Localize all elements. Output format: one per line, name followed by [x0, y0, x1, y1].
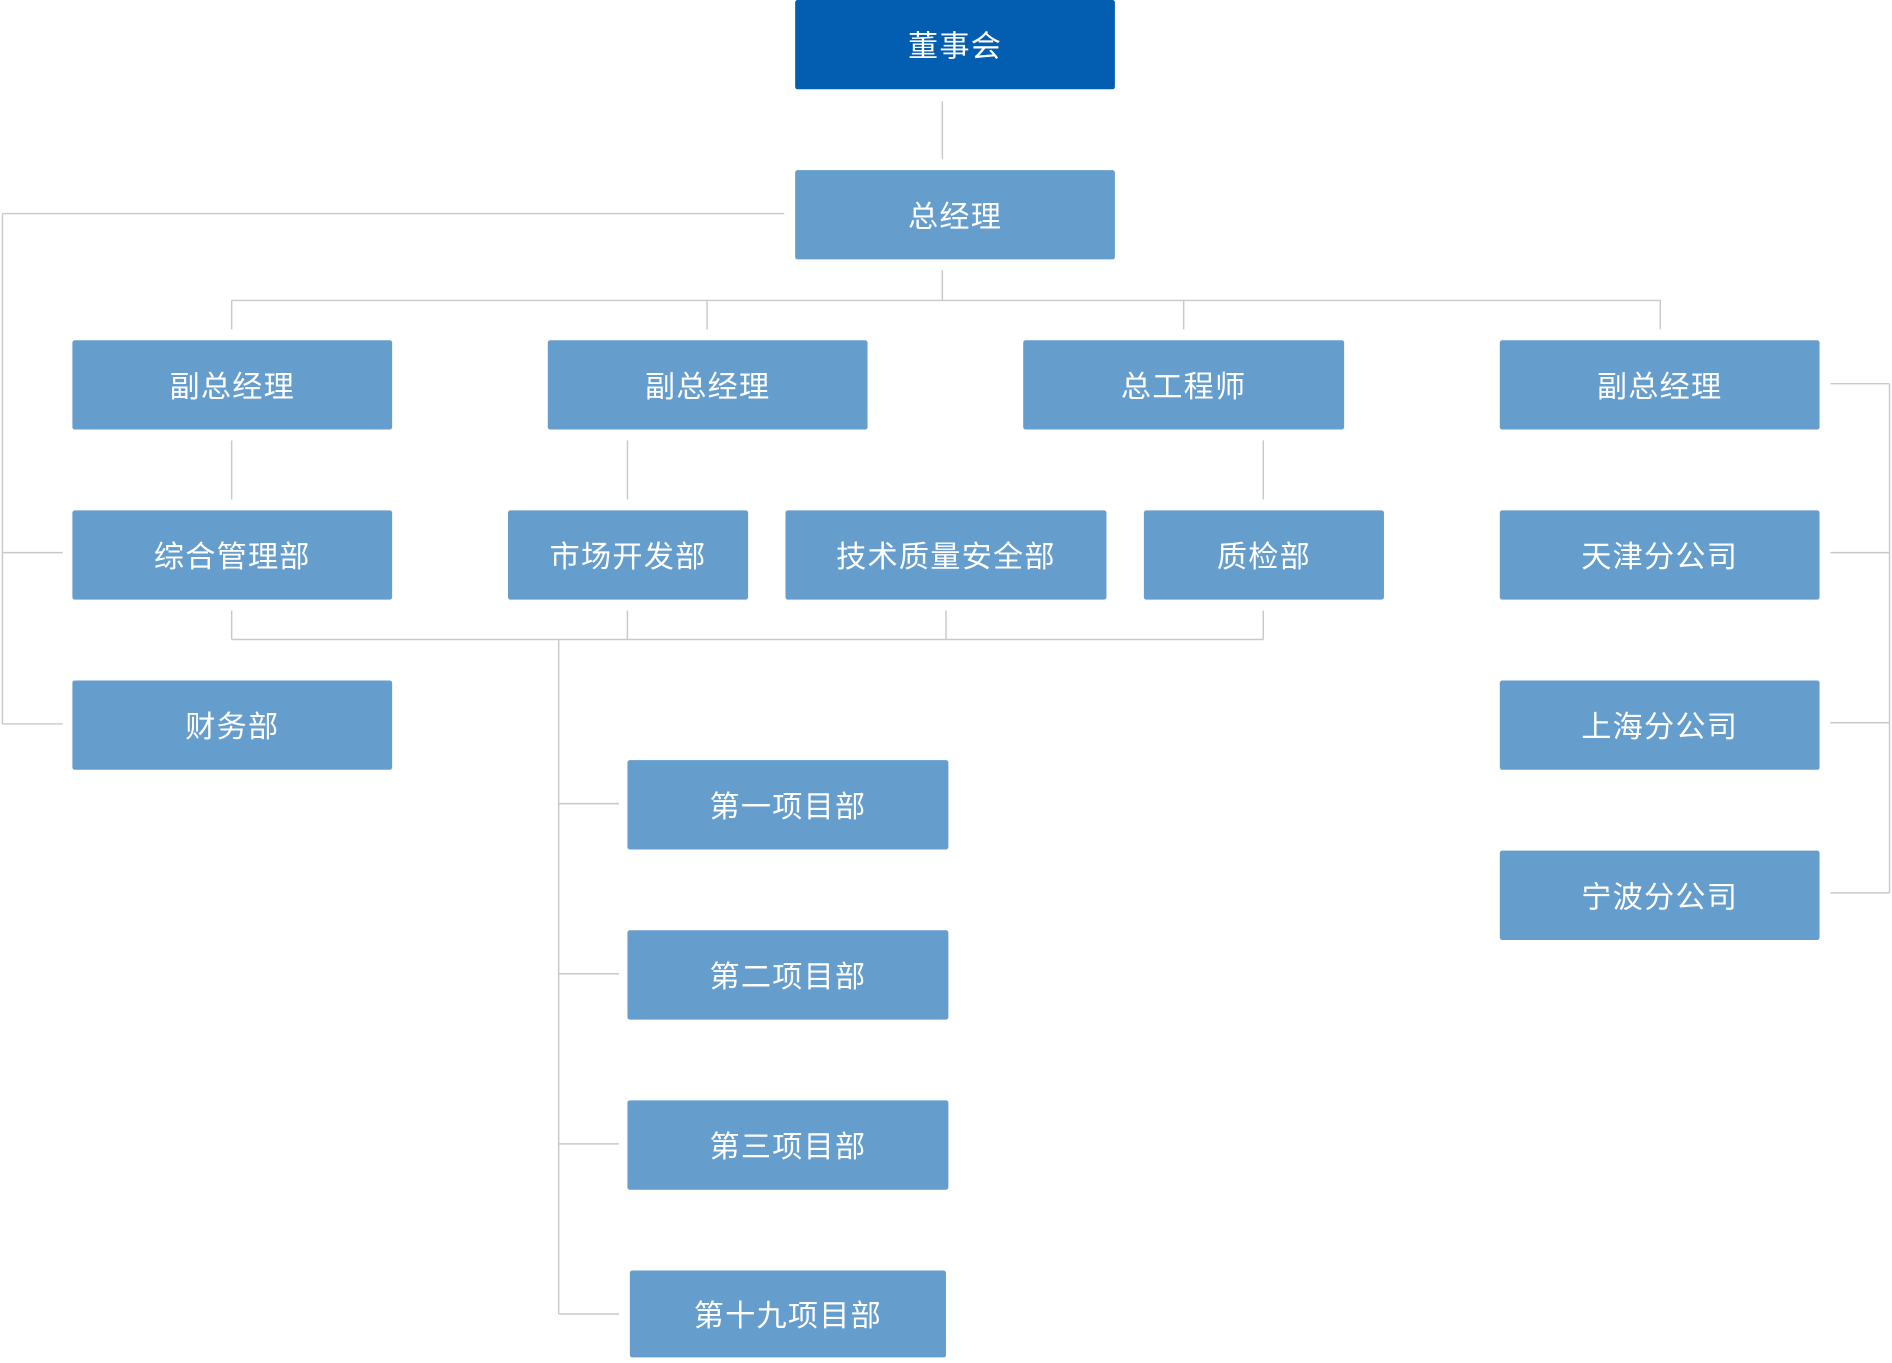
node-tech-quality-dept-label: 技术质量安全部	[836, 539, 1056, 575]
node-qc-dept-label: 质检部	[1216, 539, 1311, 575]
node-board-label: 董事会	[907, 28, 1003, 64]
node-project-2-label: 第二项目部	[709, 959, 867, 995]
node-finance-dept: 财务部	[72, 680, 393, 770]
node-deputy-gm-1-label: 副总经理	[169, 369, 296, 405]
node-shanghai-branch: 上海分公司	[1499, 680, 1820, 770]
node-qc-dept: 质检部	[1143, 510, 1384, 600]
node-deputy-gm-1: 副总经理	[72, 340, 393, 430]
node-chief-engineer: 总工程师	[1023, 340, 1345, 430]
node-admin-dept-label: 综合管理部	[153, 539, 311, 575]
node-shanghai-branch-label: 上海分公司	[1581, 709, 1739, 745]
node-deputy-gm-3-label: 副总经理	[1596, 369, 1723, 405]
node-market-dept: 市场开发部	[507, 510, 749, 600]
node-board: 董事会	[795, 0, 1115, 90]
node-project-3: 第三项目部	[627, 1100, 949, 1190]
node-general-manager-label: 总经理	[907, 199, 1003, 235]
node-general-manager: 总经理	[795, 170, 1115, 260]
node-project-3-label: 第三项目部	[709, 1129, 867, 1165]
node-ningbo-branch-label: 宁波分公司	[1581, 879, 1739, 915]
node-admin-dept: 综合管理部	[72, 510, 393, 600]
node-tianjin-branch: 天津分公司	[1499, 510, 1820, 600]
node-deputy-gm-3: 副总经理	[1499, 340, 1820, 430]
node-deputy-gm-2-label: 副总经理	[644, 369, 771, 405]
node-market-dept-label: 市场开发部	[549, 539, 707, 575]
node-tech-quality-dept: 技术质量安全部	[785, 510, 1107, 600]
node-project-1-label: 第一项目部	[709, 789, 867, 825]
node-ningbo-branch: 宁波分公司	[1499, 850, 1820, 940]
node-project-1: 第一项目部	[627, 760, 949, 850]
node-tianjin-branch-label: 天津分公司	[1581, 539, 1739, 575]
node-chief-engineer-label: 总工程师	[1120, 369, 1247, 405]
node-project-19: 第十九项目部	[629, 1270, 946, 1358]
node-project-19-label: 第十九项目部	[693, 1298, 883, 1334]
node-project-2: 第二项目部	[627, 930, 949, 1020]
node-deputy-gm-2: 副总经理	[547, 340, 868, 430]
node-finance-dept-label: 财务部	[185, 709, 280, 745]
